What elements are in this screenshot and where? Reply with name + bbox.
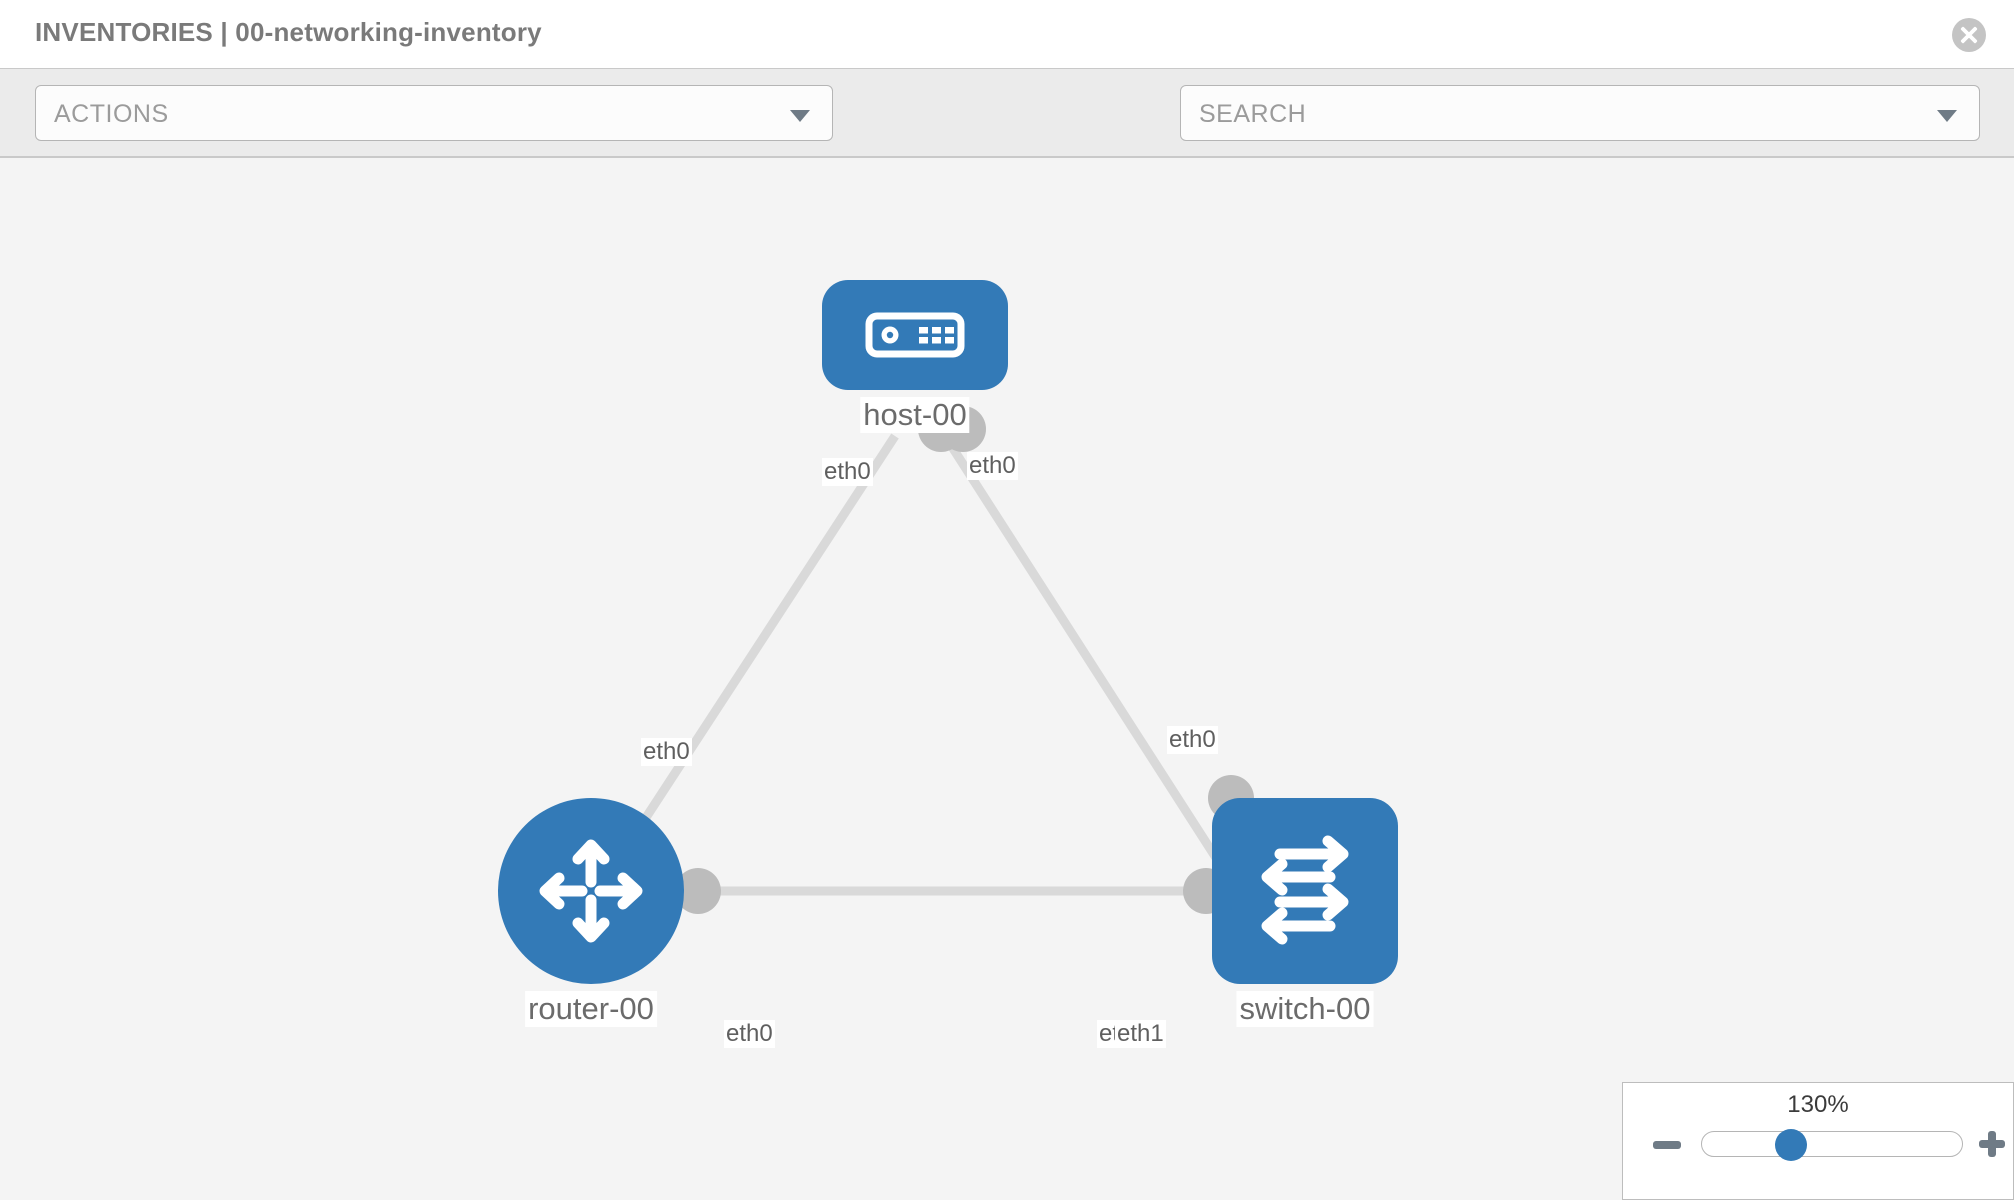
node-label-switch-00: switch-00 [1236, 991, 1374, 1027]
page-title: INVENTORIES | 00-networking-inventory [35, 17, 542, 47]
iface-label-switch-top: eth0 [1167, 726, 1218, 754]
zoom-out-button[interactable] [1653, 1141, 1681, 1149]
server-icon [865, 312, 965, 358]
actions-dropdown[interactable]: ACTIONS [35, 85, 833, 141]
chevron-down-icon[interactable] [1937, 110, 1957, 122]
router-node-shape [498, 798, 684, 984]
zoom-slider-track[interactable] [1701, 1131, 1963, 1157]
iface-label-router-right: eth0 [724, 1020, 775, 1048]
chevron-down-icon [790, 110, 810, 122]
zoom-level-value: 130% [1787, 1091, 1849, 1118]
topology-edges [596, 433, 1249, 906]
topology-canvas[interactable]: host-00 router-00 [0, 158, 2014, 1200]
search-placeholder-label: SEARCH [1199, 100, 1307, 128]
zoom-slider-thumb[interactable] [1775, 1129, 1807, 1161]
close-x-glyph [1960, 26, 1978, 44]
zoom-control-panel: 130% [1622, 1082, 2014, 1200]
zoom-in-button[interactable] [1979, 1131, 2005, 1157]
iface-label-switch-left: eth1 [1115, 1020, 1166, 1048]
node-label-router-00: router-00 [525, 991, 657, 1027]
iface-label-host-right: eth0 [967, 452, 1018, 480]
search-input[interactable]: SEARCH [1180, 85, 1980, 141]
close-icon[interactable] [1952, 18, 1986, 52]
actions-dropdown-label: ACTIONS [54, 100, 169, 128]
edge-host00-router00[interactable] [596, 433, 899, 891]
switch-arrows-icon [1261, 835, 1349, 945]
node-label-host-00: host-00 [860, 397, 970, 433]
page-header: INVENTORIES | 00-networking-inventory [0, 0, 2014, 68]
iface-label-router-top: eth0 [641, 738, 692, 766]
host-node-shape [822, 280, 1008, 390]
iface-label-host-left: eth0 [822, 458, 873, 486]
router-arrows-icon [539, 839, 643, 943]
node-host-00[interactable]: host-00 [822, 280, 1008, 433]
node-switch-00[interactable]: switch-00 [1212, 798, 1398, 1027]
switch-node-shape [1212, 798, 1398, 984]
edge-host00-switch00[interactable] [941, 433, 1249, 906]
node-router-00[interactable]: router-00 [498, 798, 684, 1027]
toolbar: ACTIONS SEARCH [0, 68, 2014, 199]
